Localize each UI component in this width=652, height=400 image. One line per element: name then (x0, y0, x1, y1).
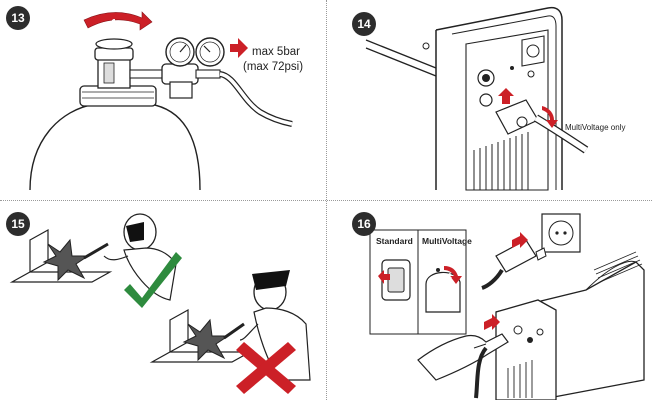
multivoltage-note: MultiVoltage only (565, 123, 625, 132)
standard-label: Standard (376, 236, 413, 246)
gas-cylinder-illustration: 1 (0, 0, 326, 200)
step-13-panel: 13 1 max 5bar (max 72psi (0, 0, 326, 200)
max-pressure-psi: (max 72psi) (243, 61, 303, 73)
step-16-panel: 16 1 (326, 200, 652, 400)
machine-front-illustration (326, 0, 652, 200)
knob-step-label: 1 (448, 273, 452, 280)
step-14-badge: 14 (352, 12, 376, 36)
step-14-panel: 14 Mu (326, 0, 652, 200)
welding-safety-illustration (0, 200, 326, 400)
multivoltage-label: MultiVoltage (422, 236, 472, 246)
step-15-badge: 15 (6, 212, 30, 236)
max-pressure-bar: max 5bar (252, 46, 300, 58)
step-16-badge: 16 (352, 212, 376, 236)
power-connection-illustration: 1 (326, 200, 652, 400)
rotation-step-label: 1 (111, 18, 117, 29)
step-15-panel: 15 (0, 200, 326, 400)
step-13-badge: 13 (6, 6, 30, 30)
